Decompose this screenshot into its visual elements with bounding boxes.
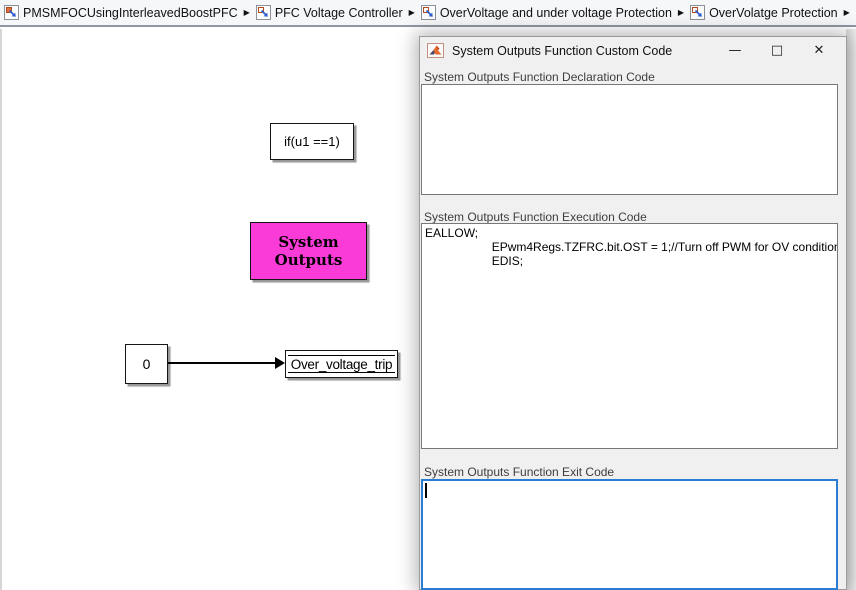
if-block[interactable]: if(u1 ==1) xyxy=(270,123,354,160)
subsystem-icon xyxy=(421,5,436,20)
exit-code-input[interactable] xyxy=(421,479,838,590)
constant-block[interactable]: 0 xyxy=(125,344,168,384)
declaration-code-input[interactable] xyxy=(421,84,838,195)
close-button[interactable]: ✕ xyxy=(798,37,840,64)
signal-wire[interactable] xyxy=(168,362,278,364)
subsystem-icon xyxy=(690,5,705,20)
signal-wire-arrowhead xyxy=(275,357,285,369)
constant-value: 0 xyxy=(143,356,151,372)
subsystem-icon xyxy=(4,5,19,20)
dialog-titlebar[interactable]: System Outputs Function Custom Code — □ … xyxy=(420,37,846,64)
window-controls: — □ ✕ xyxy=(714,37,840,64)
breadcrumb-label: PMSMFOCUsingInterleavedBoostPFC xyxy=(23,6,238,20)
breadcrumb-label: OverVolatge Protection xyxy=(709,6,838,20)
system-outputs-label: System Outputs xyxy=(275,233,343,269)
breadcrumb-item-ov-uv-protection[interactable]: OverVoltage and under voltage Protection xyxy=(421,5,672,20)
if-block-label: if(u1 ==1) xyxy=(284,134,340,149)
breadcrumb-separator-icon: ▶ xyxy=(843,8,851,17)
breadcrumb-separator-icon: ▶ xyxy=(677,8,685,17)
data-store-write-label: Over_voltage_trip xyxy=(288,355,395,373)
breadcrumb-label: PFC Voltage Controller xyxy=(275,6,403,20)
breadcrumb: PMSMFOCUsingInterleavedBoostPFC ▶ PFC Vo… xyxy=(0,0,856,27)
text-cursor xyxy=(425,483,427,498)
exit-code-label: System Outputs Function Exit Code xyxy=(424,465,614,479)
minimize-button[interactable]: — xyxy=(714,37,756,64)
dialog-title: System Outputs Function Custom Code xyxy=(452,44,672,58)
data-store-write-block[interactable]: Over_voltage_trip xyxy=(285,350,398,378)
breadcrumb-item-pfc-voltage-controller[interactable]: PFC Voltage Controller xyxy=(256,5,403,20)
canvas-right-edge xyxy=(846,29,856,590)
breadcrumb-label: OverVoltage and under voltage Protection xyxy=(440,6,672,20)
execution-code-label: System Outputs Function Execution Code xyxy=(424,210,647,224)
matlab-icon xyxy=(427,43,444,58)
breadcrumb-separator-icon: ▶ xyxy=(408,8,416,17)
declaration-code-label: System Outputs Function Declaration Code xyxy=(424,70,655,84)
custom-code-dialog: System Outputs Function Custom Code — □ … xyxy=(419,36,847,590)
system-outputs-block[interactable]: System Outputs xyxy=(250,222,367,280)
execution-code-input[interactable]: EALLOW; EPwm4Regs.TZFRC.bit.OST = 1;//Tu… xyxy=(421,223,838,449)
maximize-button[interactable]: □ xyxy=(756,37,798,64)
subsystem-icon xyxy=(256,5,271,20)
breadcrumb-separator-icon: ▶ xyxy=(243,8,251,17)
breadcrumb-item-overvoltage-protection[interactable]: OverVolatge Protection xyxy=(690,5,838,20)
breadcrumb-item-model-root[interactable]: PMSMFOCUsingInterleavedBoostPFC xyxy=(4,5,238,20)
